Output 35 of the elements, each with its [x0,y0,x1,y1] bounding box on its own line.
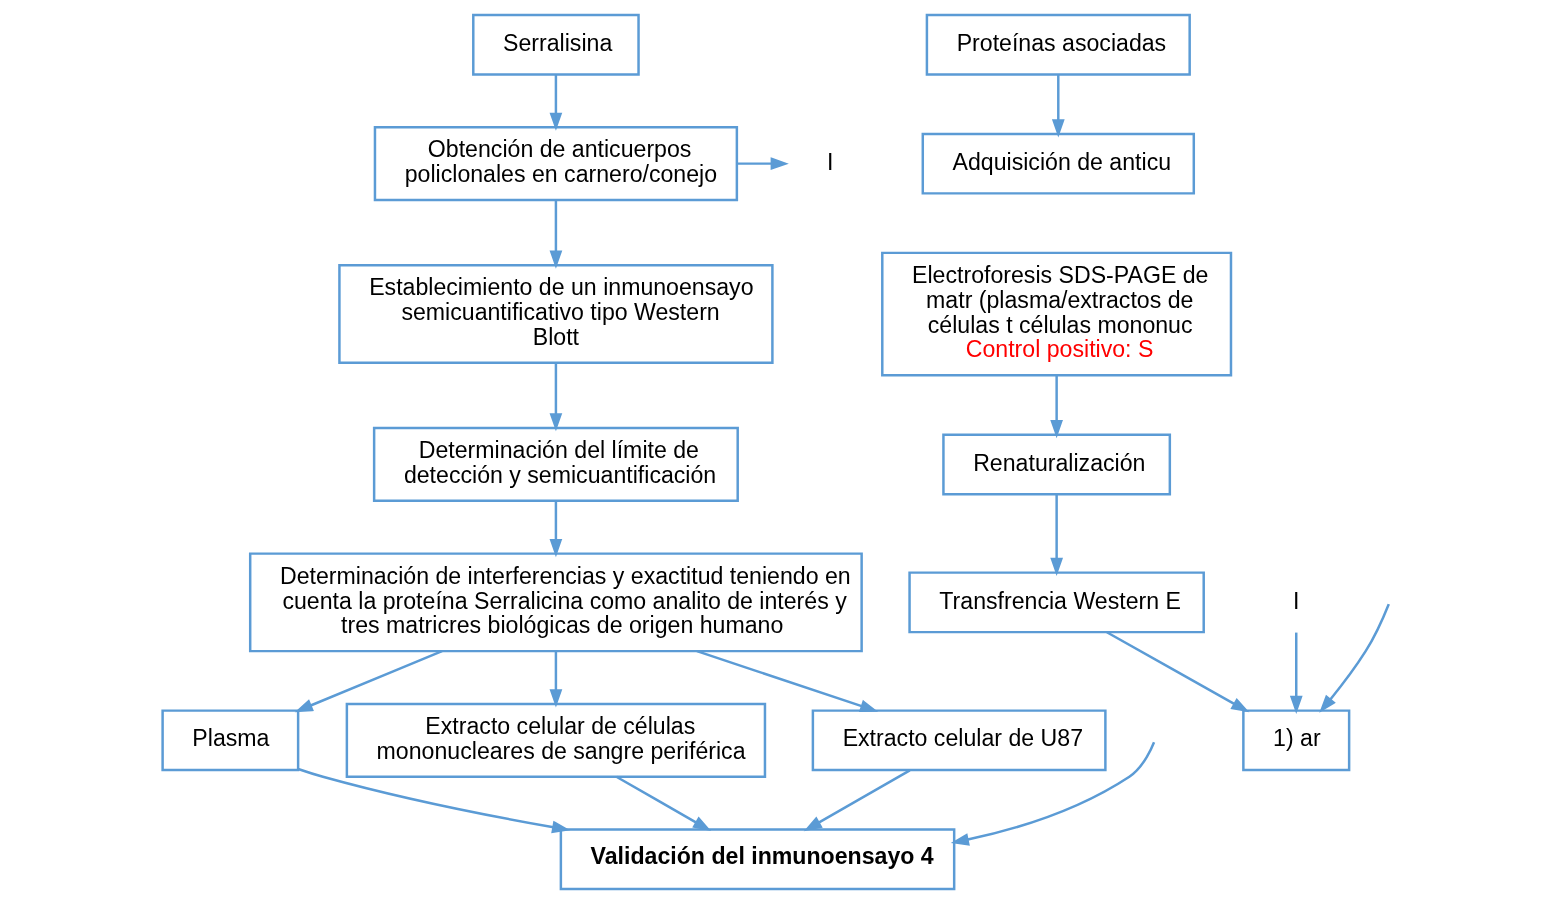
node-box: Adquisición de anticu [921,132,1195,195]
node-box: Transfrencia Western E [907,571,1205,634]
arrow [696,649,878,712]
node-box: Serralisina [471,13,640,76]
arrow [803,769,910,832]
arrow [297,767,570,834]
arrow [294,650,443,713]
node-box: Establecimiento de un inmunoensayo semicuantificativo tipo Western Blott [337,264,774,364]
arrow [736,157,789,170]
arrow [1318,603,1390,713]
node-box: Determinación del límite de detección y semicuantificación [372,426,739,502]
node-box: Extracto celular de células mononucleares de sangre periférica [345,702,766,778]
arrow [1049,375,1063,439]
node-box: Validación del inmunoensayo 4 [559,828,955,891]
node-box: Obtención de anticuerpos policlonales en carnero/conejo [373,126,738,202]
arrow [1105,631,1249,713]
node-box: Determinación de interferencias y exactitud teniendo en cuenta la proteína Serralicina como analito de interés y tres matricres biológicas de origen humano [248,552,863,653]
arrow [615,775,711,832]
arrow [549,651,562,708]
arrow [1051,74,1065,138]
node-box: Electroforesis SDS-PAGE de matr (plasma/extractos de células t células mononuc Control positivo: S [880,251,1232,377]
arrow [950,741,1155,846]
node-box: Renaturalización [941,433,1171,496]
node-text: I [826,148,833,175]
arrow [1289,632,1303,714]
arrow [549,363,562,432]
node-box: Plasma [160,709,299,772]
node-box: Extracto celular de U87 [811,709,1107,772]
node-box: Proteínas asociadas [925,13,1191,76]
node-box: 1) ar [1241,709,1350,772]
arrow [549,200,562,269]
arrow [1049,494,1063,576]
arrow [549,74,562,131]
node-text: I [1292,587,1299,614]
arrow [549,501,562,558]
